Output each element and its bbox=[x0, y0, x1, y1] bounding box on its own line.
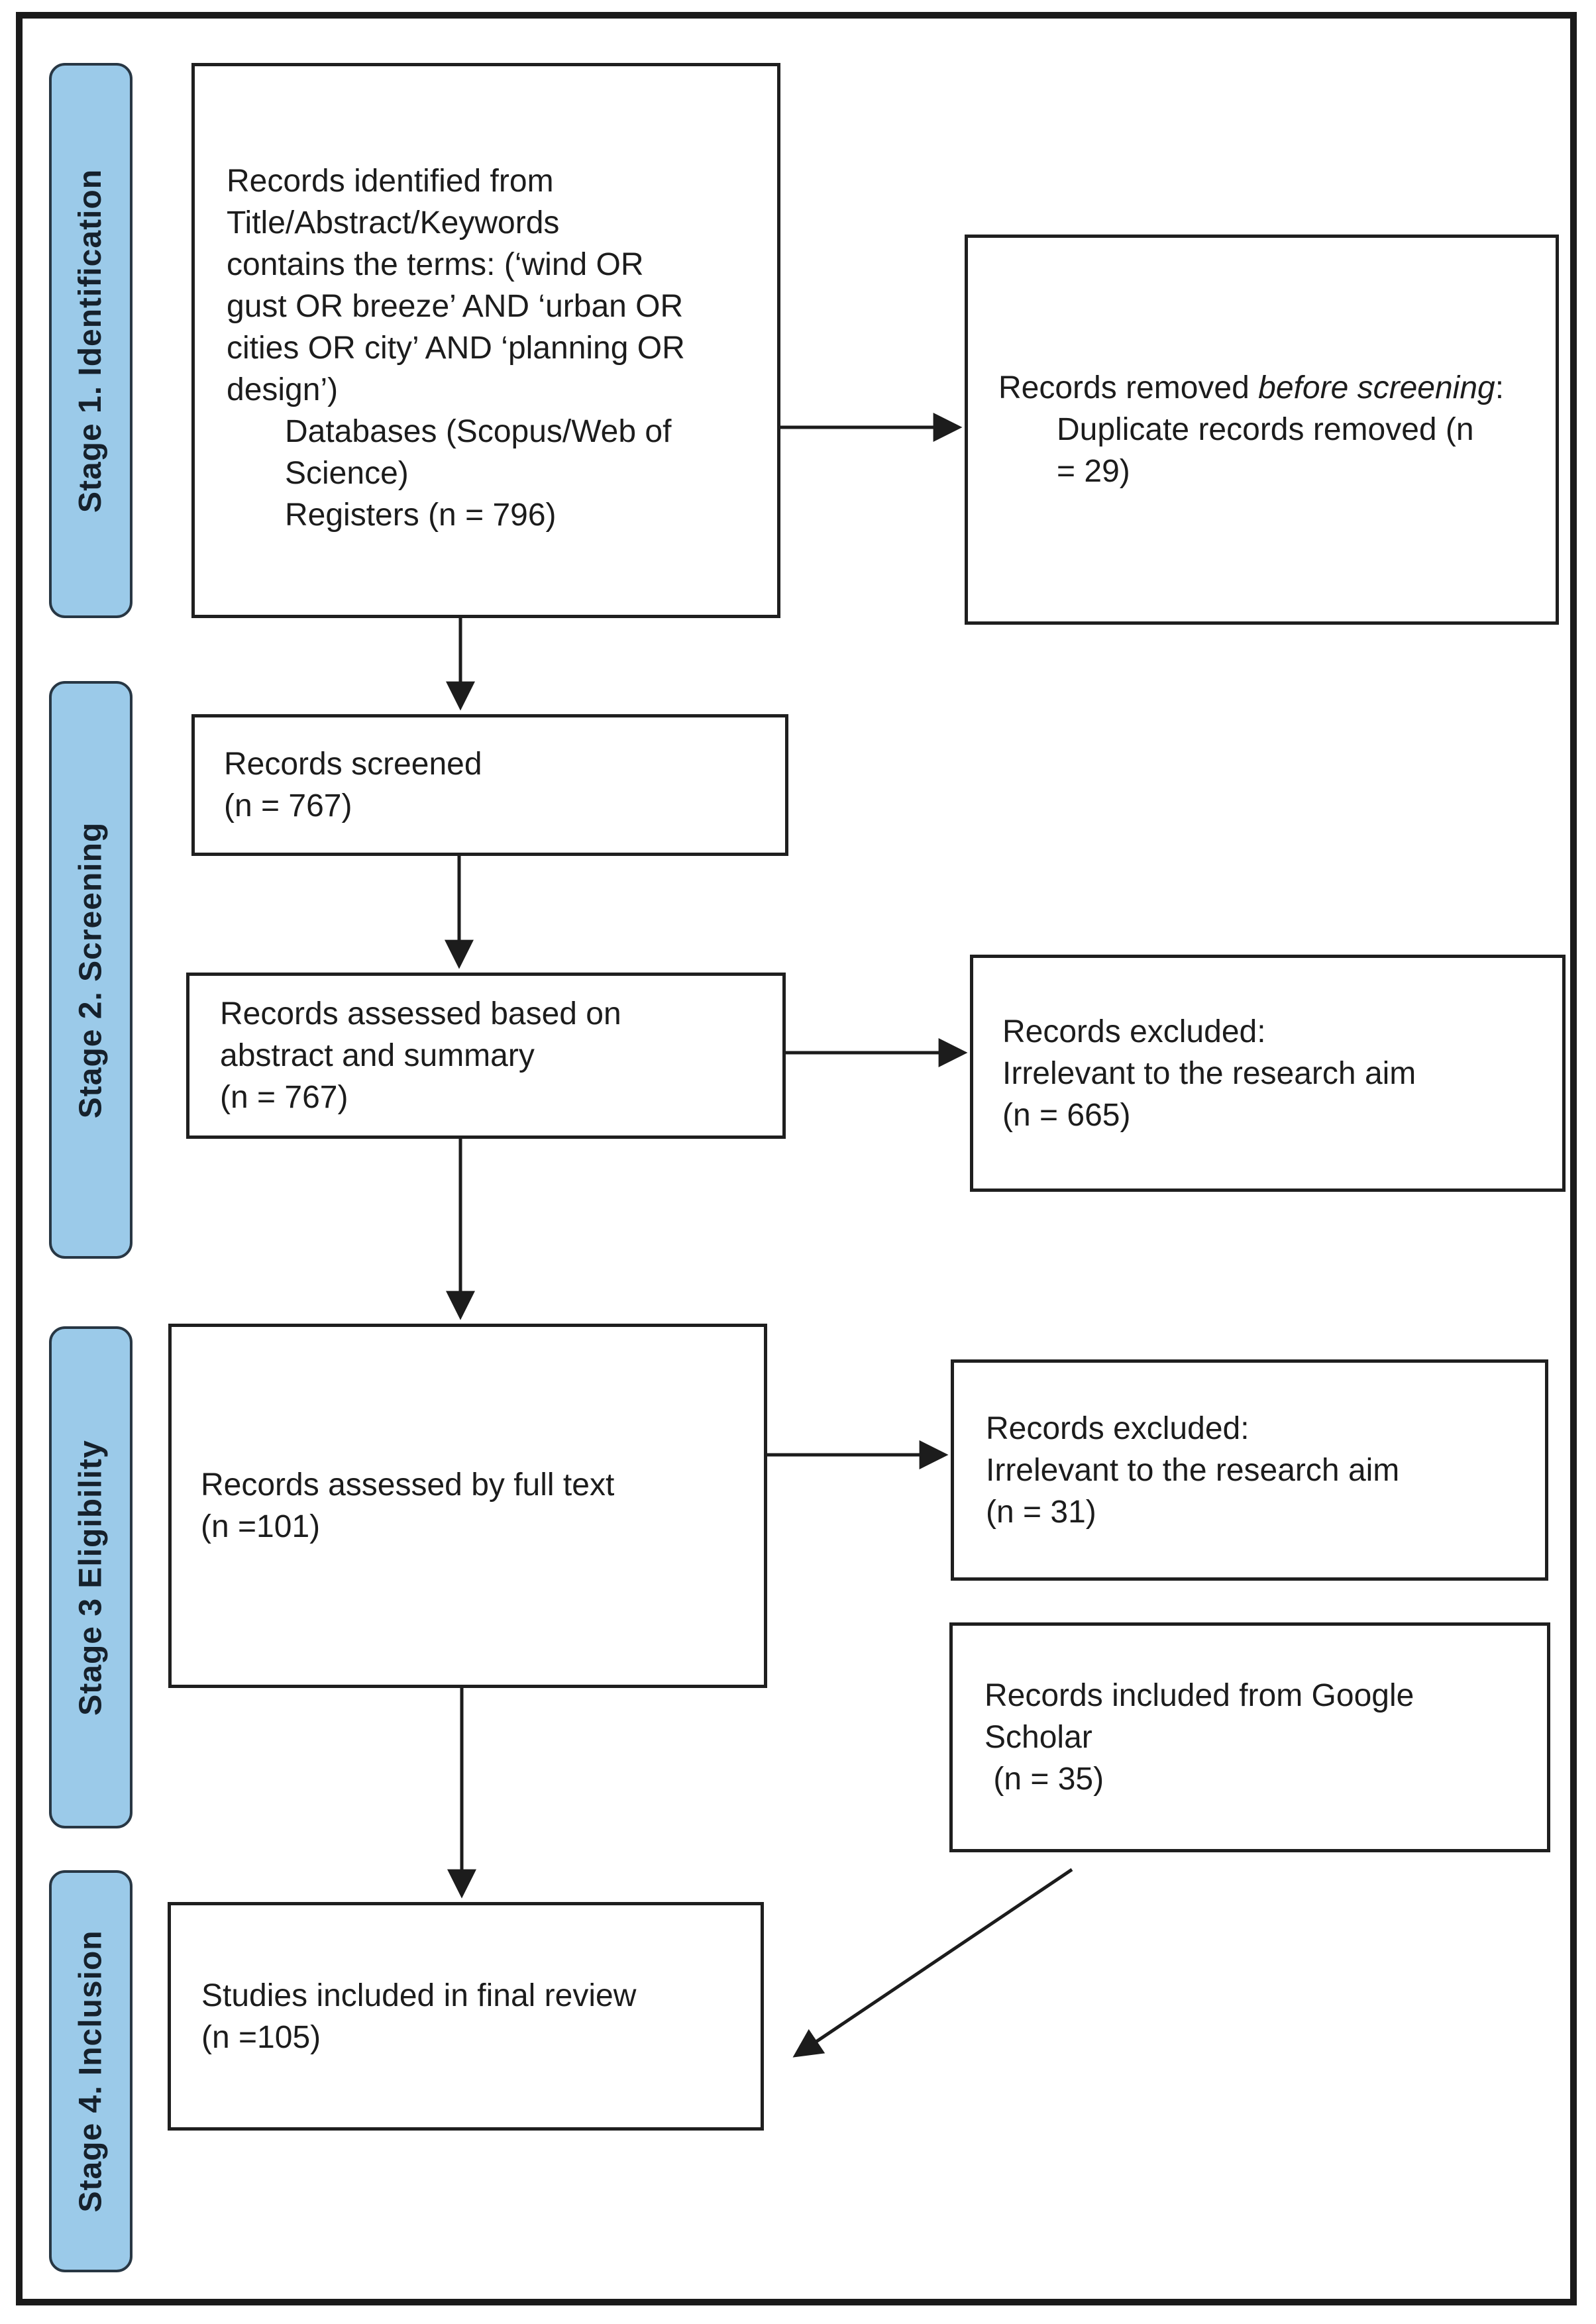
box-line: Records included from Google bbox=[984, 1678, 1414, 1713]
stage-label-screening: Stage 2. Screening bbox=[73, 821, 109, 1118]
box-studies-included-final: Studies included in final review (n =105… bbox=[168, 1902, 764, 2131]
box-line: Irrelevant to the research aim bbox=[1002, 1055, 1416, 1091]
box-line: Records excluded: bbox=[986, 1410, 1250, 1446]
box-line: Records removed before screening: bbox=[998, 367, 1536, 409]
box-line: Title/Abstract/Keywords bbox=[227, 205, 560, 240]
box-line: abstract and summary bbox=[220, 1038, 535, 1073]
stage-label-inclusion: Stage 4. Inclusion bbox=[73, 1930, 109, 2213]
box-records-screened: Records screened (n = 767) bbox=[191, 714, 788, 856]
stage-label-identification: Stage 1. Identification bbox=[73, 168, 109, 513]
box-line: = 29) bbox=[1057, 454, 1130, 489]
stage-bar-screening: Stage 2. Screening bbox=[49, 681, 133, 1259]
stage-label-eligibility: Stage 3 Eligibility bbox=[73, 1439, 109, 1716]
box-line: Records screened bbox=[224, 747, 482, 782]
box-line: Records identified from bbox=[227, 164, 554, 199]
box-line-emphasis: before screening bbox=[1258, 370, 1495, 405]
box-records-identified: Records identified from Title/Abstract/K… bbox=[191, 63, 780, 618]
box-line: design’) bbox=[227, 372, 339, 407]
box-line: Studies included in final review bbox=[201, 1978, 637, 2013]
box-line: contains the terms: (‘wind OR bbox=[227, 247, 644, 282]
stage-bar-inclusion: Stage 4. Inclusion bbox=[49, 1870, 133, 2272]
box-line: Registers (n = 796) bbox=[285, 498, 557, 533]
stage-bar-identification: Stage 1. Identification bbox=[49, 63, 133, 618]
box-line: Databases (Scopus/Web of bbox=[285, 414, 672, 449]
box-line-text: Records removed bbox=[998, 370, 1259, 405]
outer-border bbox=[16, 12, 1577, 2305]
box-line: (n = 31) bbox=[986, 1494, 1096, 1530]
box-line: Records assessed based on bbox=[220, 996, 621, 1031]
box-line: (n = 767) bbox=[220, 1080, 348, 1115]
box-line-text: : bbox=[1495, 370, 1505, 405]
box-records-excluded-fulltext: Records excluded: Irrelevant to the rese… bbox=[951, 1359, 1548, 1581]
box-records-assessed-abstract: Records assessed based on abstract and s… bbox=[186, 973, 786, 1139]
box-records-included-google-scholar: Records included from Google Scholar (n … bbox=[949, 1622, 1550, 1852]
box-line: Records assessed by full text bbox=[201, 1467, 615, 1503]
box-line: Duplicate records removed (n bbox=[1057, 412, 1474, 447]
box-records-removed-before-screening: Records removed before screening: Duplic… bbox=[965, 235, 1559, 625]
box-line: gust OR breeze’ AND ‘urban OR bbox=[227, 289, 684, 324]
box-line: Records excluded: bbox=[1002, 1014, 1266, 1049]
box-line: (n =105) bbox=[201, 2019, 321, 2055]
box-line: (n = 767) bbox=[224, 788, 352, 823]
box-records-excluded-abstract: Records excluded: Irrelevant to the rese… bbox=[970, 955, 1566, 1192]
box-line: Scholar bbox=[984, 1720, 1092, 1755]
box-line: (n = 665) bbox=[1002, 1097, 1131, 1133]
box-records-assessed-fulltext: Records assessed by full text (n =101) bbox=[168, 1324, 767, 1688]
box-line: Irrelevant to the research aim bbox=[986, 1452, 1400, 1488]
box-line: Science) bbox=[285, 456, 409, 491]
stage-bar-eligibility: Stage 3 Eligibility bbox=[49, 1326, 133, 1828]
box-line: (n =101) bbox=[201, 1509, 321, 1544]
box-line: (n = 35) bbox=[984, 1762, 1104, 1797]
box-line: cities OR city’ AND ‘planning OR bbox=[227, 331, 685, 366]
